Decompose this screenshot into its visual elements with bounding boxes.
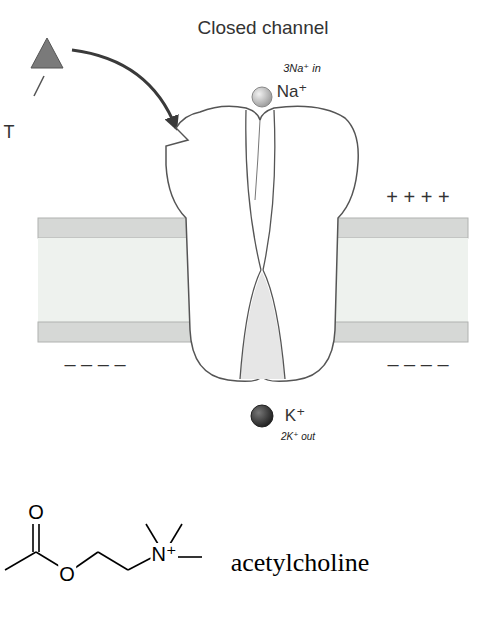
handwritten-note: 3Na⁺ in (283, 62, 321, 74)
charge-label: + + + + (386, 186, 449, 208)
figure-title: Closed channel (198, 18, 329, 39)
charge-label: – – – – (64, 353, 125, 375)
ion-label: K⁺ (285, 407, 305, 426)
binding-arrow (72, 50, 176, 128)
channel-protein (166, 106, 358, 381)
ion-label: Na⁺ (277, 83, 308, 102)
potassium-ion (251, 405, 273, 427)
acetylcholine-structure (5, 524, 202, 570)
ligand-triangle (31, 38, 63, 68)
cut-label: T (4, 123, 15, 143)
atom-label: O (27, 501, 45, 523)
sodium-ion (252, 87, 272, 107)
atom-label: O (58, 563, 76, 585)
atom-label: N⁺ (151, 543, 178, 565)
molecule-name: acetylcholine (231, 549, 370, 578)
handwritten-note: 2K⁺ out (281, 431, 315, 442)
charge-label: – – – – (387, 353, 448, 375)
leader-line (34, 76, 44, 96)
